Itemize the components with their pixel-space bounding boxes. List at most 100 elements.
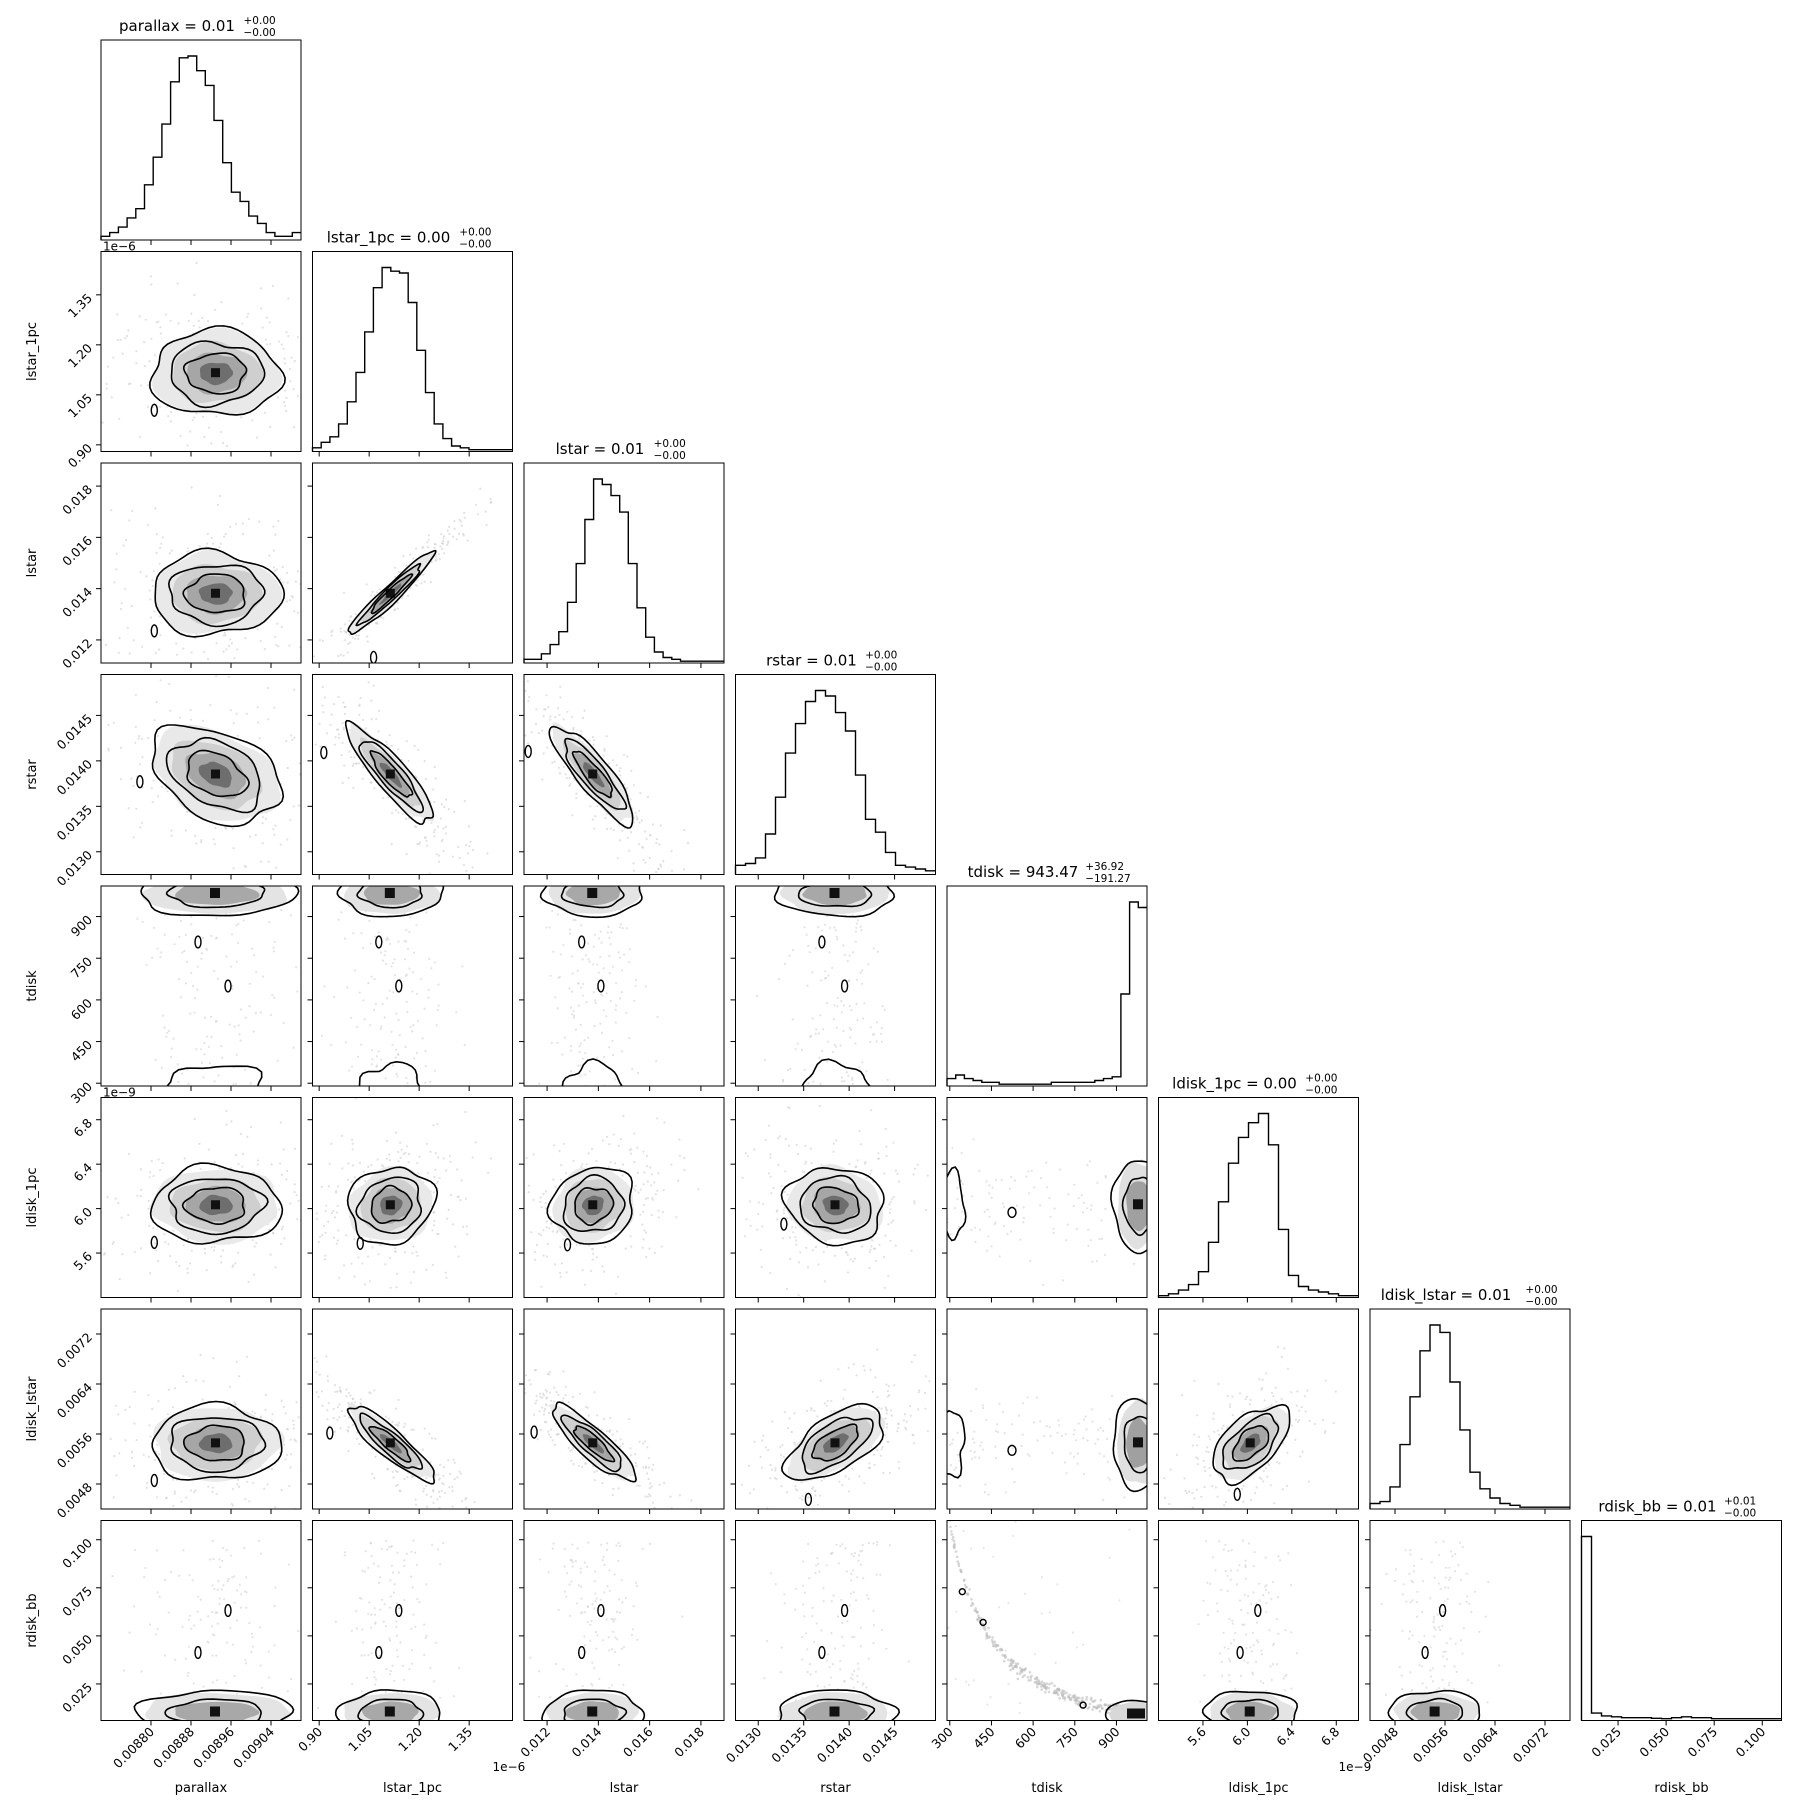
scatter-point bbox=[270, 1467, 273, 1471]
scatter-point bbox=[175, 1261, 178, 1264]
scatter-point bbox=[776, 1218, 779, 1221]
scatter-point bbox=[390, 744, 393, 747]
scatter-point bbox=[234, 1403, 237, 1406]
scatter-point bbox=[135, 350, 138, 353]
scatter-point bbox=[399, 1156, 402, 1159]
scatter-point bbox=[463, 511, 466, 514]
scatter-point bbox=[319, 825, 321, 827]
scatter-point bbox=[848, 1477, 851, 1480]
scatter-point bbox=[640, 1512, 642, 1514]
scatter-point bbox=[318, 722, 321, 725]
scatter-point bbox=[85, 425, 87, 427]
scatter-point bbox=[1191, 1444, 1194, 1447]
scatter-point bbox=[337, 1229, 340, 1232]
scatter-point bbox=[178, 935, 181, 938]
panel-frame bbox=[946, 1308, 1148, 1510]
scatter-point bbox=[448, 525, 451, 529]
scatter-point bbox=[143, 341, 146, 344]
scatter-point bbox=[558, 772, 562, 775]
scatter-point bbox=[851, 951, 855, 954]
scatter-point bbox=[1299, 1455, 1302, 1458]
scatter-point bbox=[549, 715, 552, 718]
scatter-point bbox=[551, 1230, 555, 1233]
scatter-point bbox=[564, 773, 567, 776]
scatter-point bbox=[1203, 1466, 1206, 1469]
scatter-point bbox=[592, 963, 595, 966]
scatter-point bbox=[879, 1454, 882, 1457]
scatter-point bbox=[584, 1405, 588, 1408]
scatter-point bbox=[629, 1152, 633, 1155]
scatter-point bbox=[141, 920, 144, 924]
scatter-point bbox=[584, 1283, 587, 1286]
scatter-point bbox=[105, 1513, 107, 1515]
scatter-point bbox=[120, 602, 123, 605]
scatter-point bbox=[433, 1219, 436, 1223]
scatter-point bbox=[284, 1412, 287, 1415]
scatter-point bbox=[254, 1412, 257, 1415]
scatter-point bbox=[570, 1459, 573, 1462]
scatter-point bbox=[810, 1408, 813, 1412]
scatter-point bbox=[194, 997, 197, 1000]
scatter-point bbox=[460, 1179, 463, 1182]
scatter-point bbox=[486, 852, 489, 855]
scatter-point bbox=[447, 808, 450, 811]
scatter-point bbox=[912, 1173, 915, 1176]
scatter-point bbox=[195, 1379, 198, 1382]
scatter-point bbox=[232, 867, 235, 870]
scatter-point bbox=[184, 933, 187, 937]
scatter-point bbox=[293, 360, 296, 363]
scatter-point bbox=[351, 1164, 355, 1167]
scatter-point bbox=[854, 1042, 857, 1045]
scatter-point bbox=[466, 1233, 469, 1236]
scatter-point bbox=[409, 916, 412, 919]
panel-frame bbox=[312, 1308, 513, 1510]
scatter-point bbox=[322, 370, 324, 372]
scatter-point bbox=[559, 696, 562, 699]
contour-island bbox=[150, 624, 159, 638]
scatter-point bbox=[404, 1422, 407, 1425]
scatter-point bbox=[124, 1408, 127, 1411]
scatter-point bbox=[395, 1484, 398, 1487]
scatter-point bbox=[556, 1231, 559, 1234]
scatter-point bbox=[370, 1164, 373, 1167]
contour-island bbox=[1233, 1487, 1242, 1502]
scatter-point bbox=[783, 1206, 786, 1209]
scatter-point bbox=[340, 1410, 343, 1413]
scatter-point bbox=[364, 1180, 367, 1183]
scatter-point bbox=[285, 409, 288, 413]
scatter-point bbox=[804, 1160, 808, 1163]
scatter-point bbox=[847, 1074, 850, 1077]
scatter-point bbox=[870, 1109, 873, 1112]
scatter-point bbox=[282, 1021, 285, 1024]
panel-frame bbox=[312, 674, 513, 875]
scatter-point bbox=[608, 954, 611, 958]
scatter-point bbox=[645, 1154, 649, 1157]
scatter-point bbox=[662, 1188, 665, 1192]
pair-panel-lstar_1pc-ldisk_lstar bbox=[312, 1308, 513, 1510]
scatter-point bbox=[641, 845, 644, 848]
scatter-point bbox=[777, 1137, 780, 1140]
scatter-point bbox=[890, 1414, 893, 1417]
contour-line bbox=[548, 725, 634, 829]
scatter-point bbox=[159, 332, 162, 335]
scatter-point bbox=[175, 477, 177, 479]
scatter-point bbox=[377, 931, 380, 934]
scatter-point bbox=[1300, 1405, 1303, 1409]
scatter-point bbox=[1072, 1204, 1075, 1208]
scatter-point bbox=[292, 1046, 295, 1049]
scatter-point bbox=[646, 1197, 649, 1200]
scatter-point bbox=[885, 1154, 888, 1157]
pair-panel-lstar-ldisk_1pc bbox=[523, 1097, 725, 1315]
scatter-point bbox=[638, 843, 641, 846]
scatter-point bbox=[717, 1493, 719, 1495]
scatter-point bbox=[851, 1076, 854, 1080]
scatter-point bbox=[280, 909, 283, 912]
scatter-point bbox=[1004, 1491, 1008, 1494]
scatter-point bbox=[553, 1313, 555, 1315]
scatter-point bbox=[644, 1197, 647, 1200]
scatter-point bbox=[629, 1474, 632, 1477]
scatter-point bbox=[595, 1159, 598, 1162]
scatter-point bbox=[825, 1239, 828, 1242]
scatter-point bbox=[990, 1245, 993, 1248]
scatter-point bbox=[544, 1207, 548, 1210]
